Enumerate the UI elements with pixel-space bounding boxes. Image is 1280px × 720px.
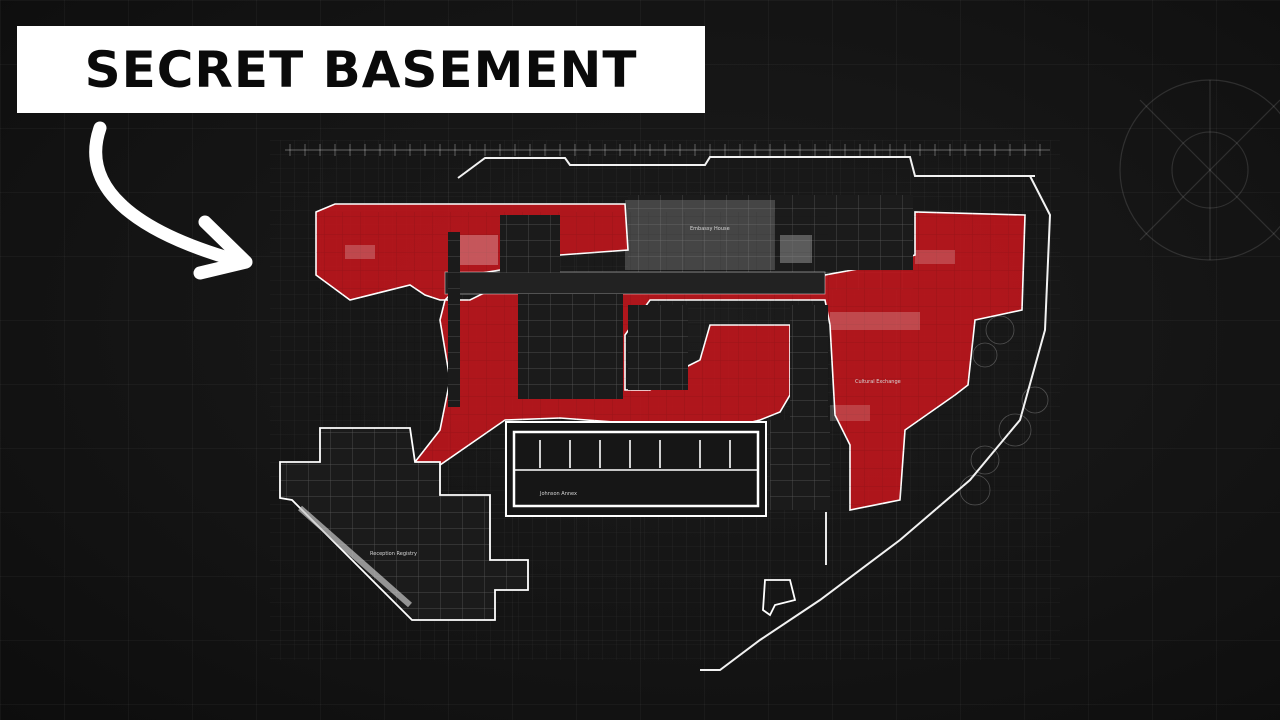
reception-registry-label: Reception Registry: [370, 551, 417, 557]
curved-arrow-icon: [89, 121, 253, 280]
title-box: SECRET BASEMENT: [17, 26, 705, 113]
central-wing: Johnson Annex: [505, 421, 767, 517]
cultural-exchange-label: Cultural Exchange: [855, 379, 901, 385]
lower-left-building: Reception Registry: [279, 427, 529, 621]
corridor-system: [444, 200, 913, 510]
outbuilding: [762, 512, 827, 617]
compass-rose-icon: [1119, 79, 1280, 261]
ruler-ticks: [289, 144, 1041, 156]
johnson-wing-label: Johnson Annex: [539, 491, 577, 497]
page-title: SECRET BASEMENT: [84, 40, 638, 99]
landscape-trees: [959, 315, 1049, 506]
